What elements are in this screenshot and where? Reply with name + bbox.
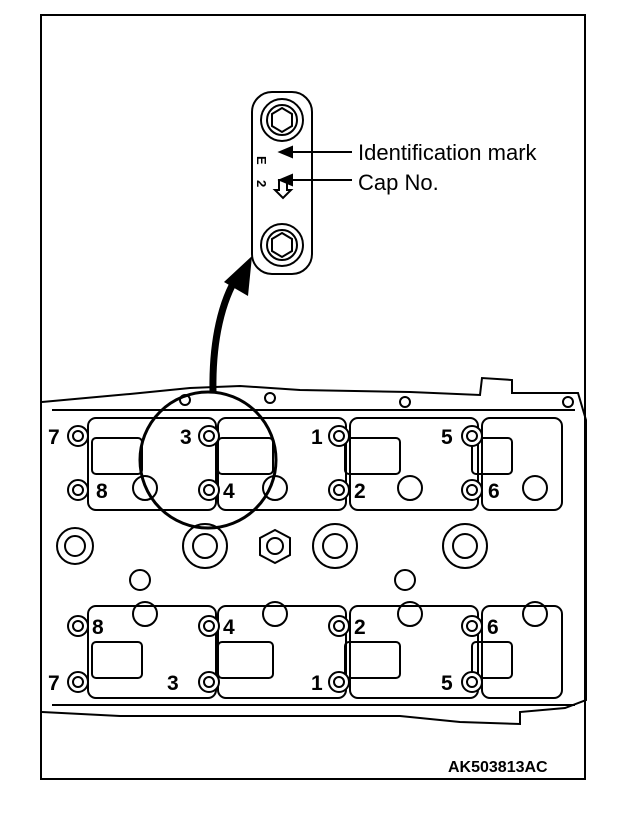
identification-mark-label: Identification mark xyxy=(358,140,538,165)
cap-number: 6 xyxy=(487,616,499,639)
curved-arrow-icon xyxy=(209,256,252,393)
cap-number: 1 xyxy=(311,672,323,695)
cap-number: 2 xyxy=(354,616,366,639)
cap-number: 4 xyxy=(223,616,235,639)
cylinder-head-outline xyxy=(41,376,587,726)
identification-mark-letter: E xyxy=(254,156,269,165)
highlight-circle xyxy=(138,390,278,530)
cap-number: 1 xyxy=(311,426,323,449)
cap-number: 8 xyxy=(96,480,108,503)
figure-code: AK503813AC xyxy=(448,759,548,776)
cap-no-label: Cap No. xyxy=(358,170,439,195)
cap-number: 2 xyxy=(354,480,366,503)
cap-number: 6 xyxy=(488,480,500,503)
cap-numbers: 7 3 1 5 8 4 2 6 8 4 2 6 7 3 1 5 xyxy=(48,426,500,695)
cap-number: 3 xyxy=(180,426,192,449)
cap-number: 7 xyxy=(48,426,60,449)
cap-number: 5 xyxy=(441,426,453,449)
cap-number: 3 xyxy=(167,672,179,695)
cap-number: 8 xyxy=(92,616,104,639)
cap-number: 4 xyxy=(223,480,235,503)
cap-number: 7 xyxy=(48,672,60,695)
cap-number: 5 xyxy=(441,672,453,695)
bearing-cap-bolts xyxy=(67,425,483,693)
cap-number-mark: 2 xyxy=(254,180,269,187)
leader-lines xyxy=(277,145,352,187)
